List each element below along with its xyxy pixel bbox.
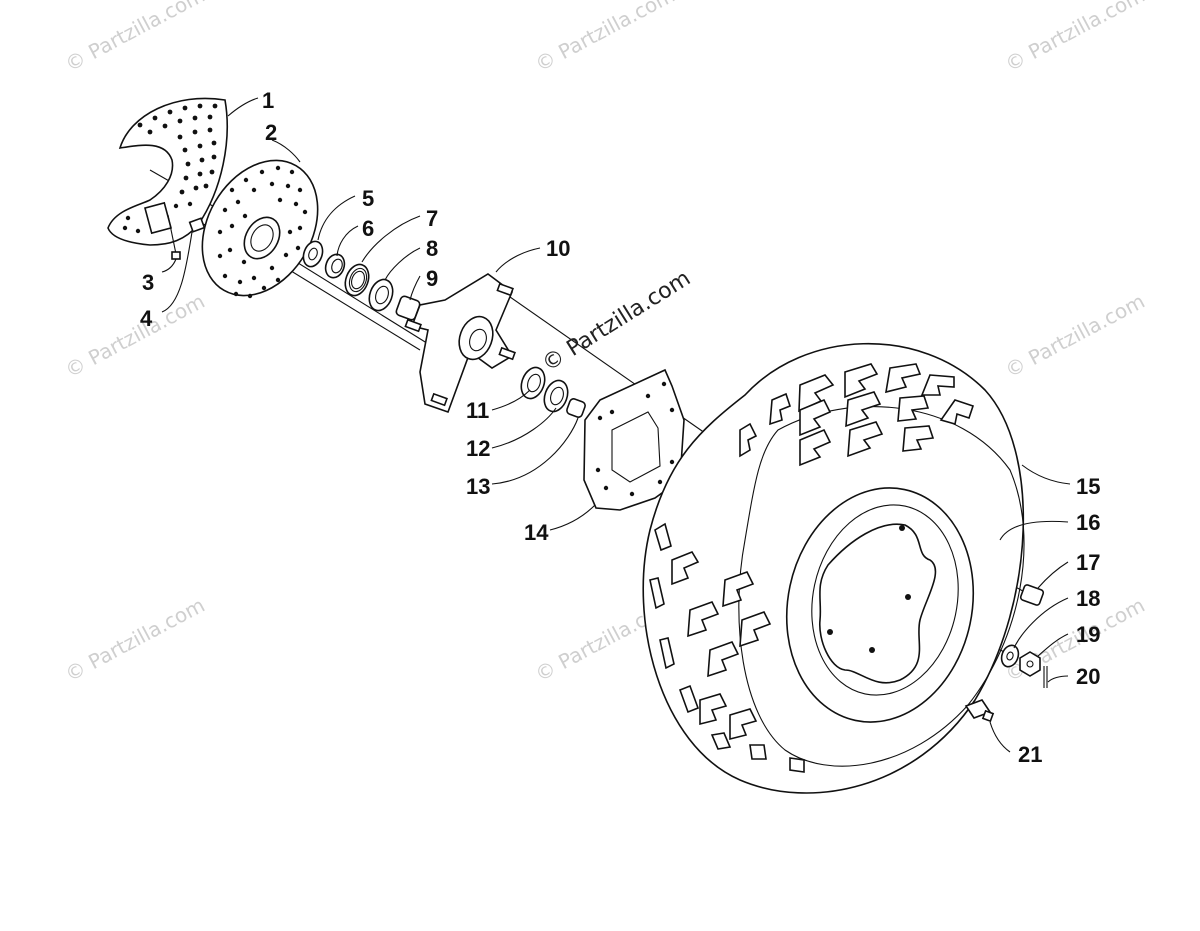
seal: [324, 253, 346, 279]
callout-8: 8: [426, 236, 438, 261]
center-watermark: © Partzilla.com: [538, 266, 695, 377]
callout-5: 5: [362, 186, 374, 211]
wheel-hub: [404, 273, 516, 414]
watermark-text: © Partzilla.com: [61, 289, 209, 383]
callout-11: 11: [466, 398, 489, 423]
bearing-inner: [368, 278, 394, 312]
bearing-outer: [344, 263, 370, 297]
leader-lines: [161, 97, 1071, 753]
callout-14: 14: [524, 520, 549, 545]
callout-3: 3: [142, 270, 154, 295]
callout-18: 18: [1076, 586, 1100, 611]
callout-9: 9: [426, 266, 438, 291]
callout-19: 19: [1076, 622, 1100, 647]
hub-bearing: [520, 366, 546, 400]
callout-21: 21: [1018, 742, 1042, 767]
adapter-plate: [583, 368, 685, 511]
callout-16: 16: [1076, 510, 1100, 535]
flat-washer: [1000, 644, 1020, 668]
hub-seal: [543, 379, 569, 413]
lug-nut: [1019, 584, 1045, 606]
watermark-text: © Partzilla.com: [1001, 289, 1149, 383]
brake-rotor: [201, 159, 319, 299]
rim: [785, 487, 975, 723]
watermark-text: © Partzilla.com: [1001, 0, 1149, 76]
watermark-text: © Partzilla.com: [61, 0, 209, 76]
tread-pattern: [649, 363, 975, 773]
watermark-text: © Partzilla.com: [61, 593, 209, 687]
cotter-pin: [1043, 666, 1048, 688]
callout-20: 20: [1076, 664, 1100, 689]
callout-17: 17: [1076, 550, 1100, 575]
callout-2: 2: [265, 120, 277, 145]
callout-6: 6: [362, 216, 374, 241]
callout-12: 12: [466, 436, 490, 461]
callout-labels: 1 2 3 4 5 6 7 8 9 10 11 12 13 14 15 16 1…: [140, 88, 1100, 767]
watermark-text: © Partzilla.com: [531, 0, 679, 76]
callout-10: 10: [546, 236, 570, 261]
castle-nut: [1019, 651, 1041, 677]
hub-spacer: [566, 398, 586, 418]
callout-7: 7: [426, 206, 438, 231]
callout-1: 1: [262, 88, 274, 113]
washer: [302, 240, 324, 268]
callout-15: 15: [1076, 474, 1100, 499]
callout-13: 13: [466, 474, 490, 499]
callout-4: 4: [140, 306, 153, 331]
brake-guard-plate: [107, 97, 228, 246]
valve-stem: [964, 699, 995, 723]
